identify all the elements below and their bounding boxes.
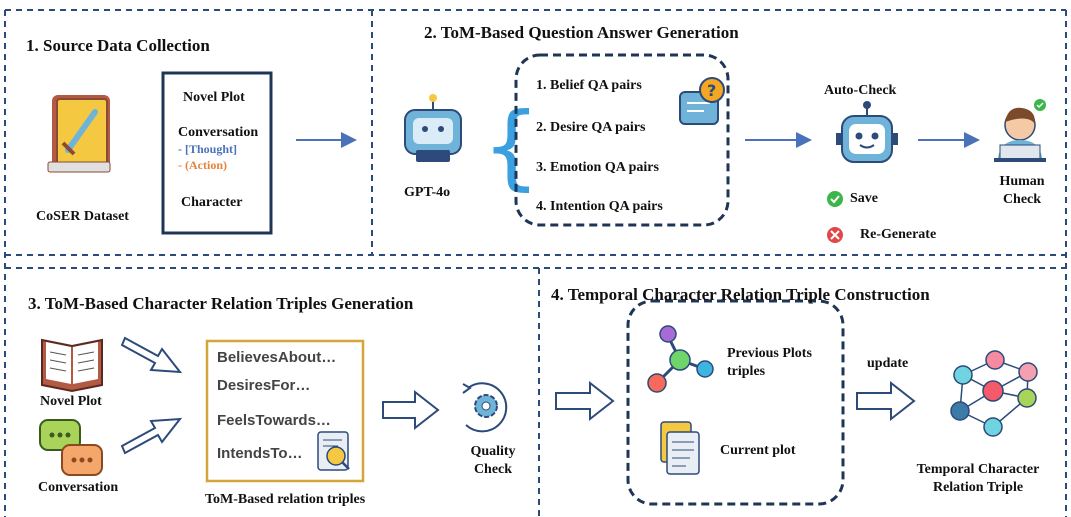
rel-conversation-label: Conversation xyxy=(38,480,119,495)
network-icon xyxy=(950,350,1038,437)
gear-check-icon xyxy=(462,382,508,433)
current-plot-label: Current plot xyxy=(720,443,796,458)
section-4-title: 4. Temporal Character Relation Triple Co… xyxy=(551,285,930,304)
open-book-icon xyxy=(41,338,103,393)
temporal-result-label: Temporal Character Relation Triple xyxy=(916,462,1040,495)
molecule-icon xyxy=(647,325,714,393)
section-2-title: 2. ToM-Based Question Answer Generation xyxy=(424,23,739,42)
curly-brace: { xyxy=(482,93,541,200)
human-check-label: Human Check xyxy=(999,174,1045,207)
conversation-label: Conversation xyxy=(178,125,259,140)
qa-pair-emotion: 3. Emotion QA pairs xyxy=(536,160,659,175)
hollow-arrow-right-2 xyxy=(555,380,615,422)
dataset-label: CoSER Dataset xyxy=(36,209,129,224)
section-borders xyxy=(4,9,1067,517)
previous-triples-label: Previous Plots triples xyxy=(727,346,812,379)
qa-pair-belief: 1. Belief QA pairs xyxy=(536,78,642,93)
svg-text:?: ? xyxy=(707,81,716,100)
save-check-icon xyxy=(827,191,843,207)
search-doc-icon xyxy=(317,431,350,471)
rel-novel-plot-label: Novel Plot xyxy=(40,394,102,409)
triples-caption: ToM-Based relation triples xyxy=(205,492,366,507)
document-icon xyxy=(660,421,700,475)
qa-pair-intention: 4. Intention QA pairs xyxy=(536,199,663,214)
triple-believes: BelievesAbout… xyxy=(217,349,337,366)
source-box xyxy=(161,71,273,235)
auto-check-label: Auto-Check xyxy=(824,83,897,98)
character-label: Character xyxy=(181,195,243,210)
section-1-title: 1. Source Data Collection xyxy=(26,36,210,55)
robot-icon xyxy=(836,101,898,163)
hollow-arrow-update xyxy=(856,380,916,422)
regenerate-x-icon xyxy=(827,227,843,243)
human-laptop-icon xyxy=(994,99,1046,162)
hollow-arrow-plot xyxy=(120,336,183,374)
regenerate-label: Re-Generate xyxy=(860,227,937,242)
robot-ai-icon xyxy=(404,94,462,162)
speech-bubble-icon: ? xyxy=(679,77,725,125)
quality-check-label: Quality Check xyxy=(470,444,516,477)
qa-box xyxy=(514,53,730,227)
save-label: Save xyxy=(850,191,878,206)
novel-plot-label: Novel Plot xyxy=(183,90,245,105)
chat-bubbles-icon xyxy=(39,419,103,476)
thought-label: - [Thought] xyxy=(178,142,238,156)
qa-pair-desire: 2. Desire QA pairs xyxy=(536,120,646,135)
section-3-title: 3. ToM-Based Character Relation Triples … xyxy=(28,294,414,313)
update-label: update xyxy=(867,356,909,371)
triple-feels: FeelsTowards… xyxy=(217,412,331,429)
action-label: - (Action) xyxy=(178,158,227,172)
hollow-arrow-right-1 xyxy=(382,389,440,431)
temporal-box xyxy=(626,299,845,506)
triple-desires: DesiresFor… xyxy=(217,377,311,394)
book-sword-icon xyxy=(47,95,111,173)
triple-intends: IntendsTo… xyxy=(217,445,303,462)
gpt-label: GPT-4o xyxy=(404,185,451,200)
hollow-arrow-conv xyxy=(120,417,183,455)
